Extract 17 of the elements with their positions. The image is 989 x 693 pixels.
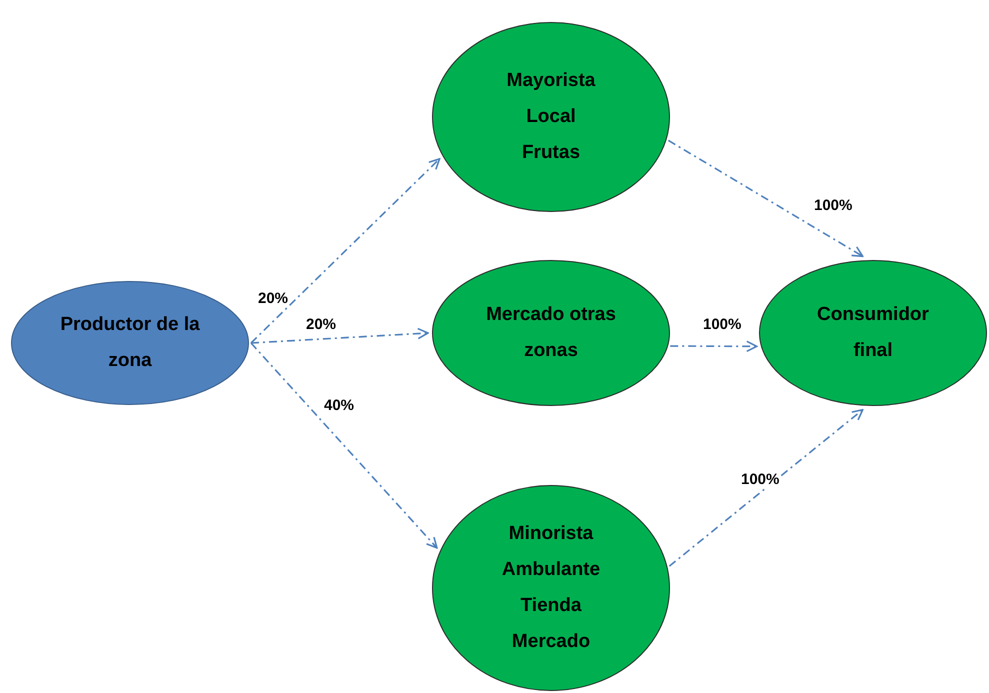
- edge-label: 100%: [740, 471, 780, 488]
- node-label: Mayorista: [506, 69, 596, 93]
- node-label: Minorista: [508, 522, 594, 546]
- node-label: Frutas: [520, 141, 582, 165]
- node-label: Tienda: [520, 594, 582, 618]
- node-label: Mercado: [510, 630, 592, 654]
- node-label: Mercado otras zonas: [485, 303, 617, 363]
- node-label: Ambulante: [500, 558, 602, 582]
- arrow: [668, 408, 864, 567]
- arrow: [250, 342, 438, 549]
- arrow: [668, 140, 864, 258]
- arrow: [250, 328, 429, 344]
- arrow: [250, 158, 440, 344]
- arrow: [670, 340, 758, 352]
- node-label: Productor de la zona: [59, 313, 201, 373]
- node-label: Local: [525, 105, 577, 129]
- node-label: Consumidor final: [816, 303, 930, 363]
